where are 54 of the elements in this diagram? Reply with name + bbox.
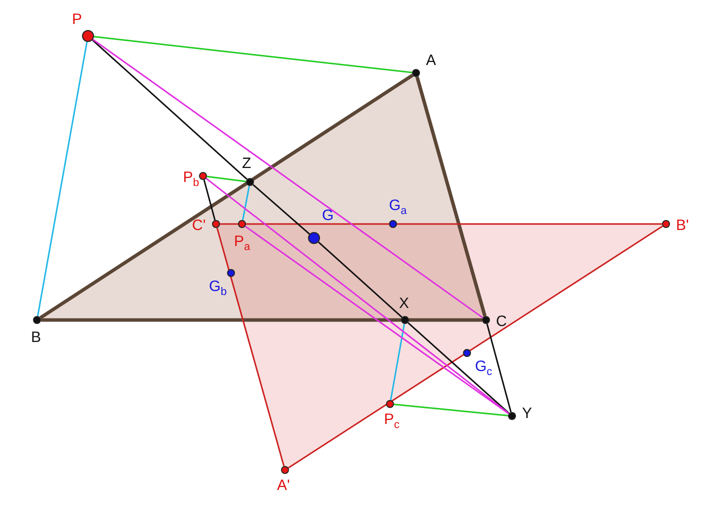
line-segment [36,42,88,316]
point-label: C' [192,218,206,233]
point-label: G$_{b}$ [209,279,227,298]
point-marker [482,316,490,324]
line-segment [242,186,250,220]
point-label: Y [522,406,532,421]
point-marker [401,316,409,324]
line-segment [407,322,510,414]
line-segment [206,176,246,182]
point-label: G$_{a}$ [389,198,407,217]
line-segment [216,228,285,466]
point-label: G$_{c}$ [475,359,492,378]
line-segment [288,226,664,468]
line-segment [244,226,510,414]
point-label: P$_{c}$ [384,412,400,431]
point-marker [508,412,516,420]
point-marker [227,269,235,277]
point-marker [212,220,220,228]
point-marker [238,220,246,228]
point-marker [412,69,420,77]
line-segment [220,223,662,225]
point-marker [386,400,394,408]
point-marker [389,220,397,228]
point-marker [82,30,94,42]
line-segment [94,36,412,74]
point-marker [662,220,670,228]
point-label: B' [676,218,689,233]
point-marker [33,316,41,324]
line-segment [394,404,508,416]
point-label: Z [242,156,252,171]
line-segment [318,241,403,318]
line-segment [203,180,216,220]
point-label: B [31,330,42,345]
point-marker [463,349,471,357]
line-segment [252,184,310,235]
point-label: P$_{a}$ [234,234,250,253]
line-segment [486,324,512,412]
point-label: G [322,208,334,223]
point-marker [199,172,207,180]
point-label: P [72,12,82,27]
point-label: P$_{b}$ [183,170,200,189]
point-marker [281,466,289,474]
line-segment [206,178,510,414]
line-segment [390,324,406,400]
point-marker [308,232,320,244]
line-segment [92,38,484,318]
point-label: C [496,314,507,329]
point-label: A [426,53,436,68]
line-segment [415,76,487,317]
line-segment [41,318,482,322]
line-segment [92,39,248,180]
line-segment [39,74,414,320]
point-label: X [399,296,410,311]
point-label: A' [277,478,290,493]
